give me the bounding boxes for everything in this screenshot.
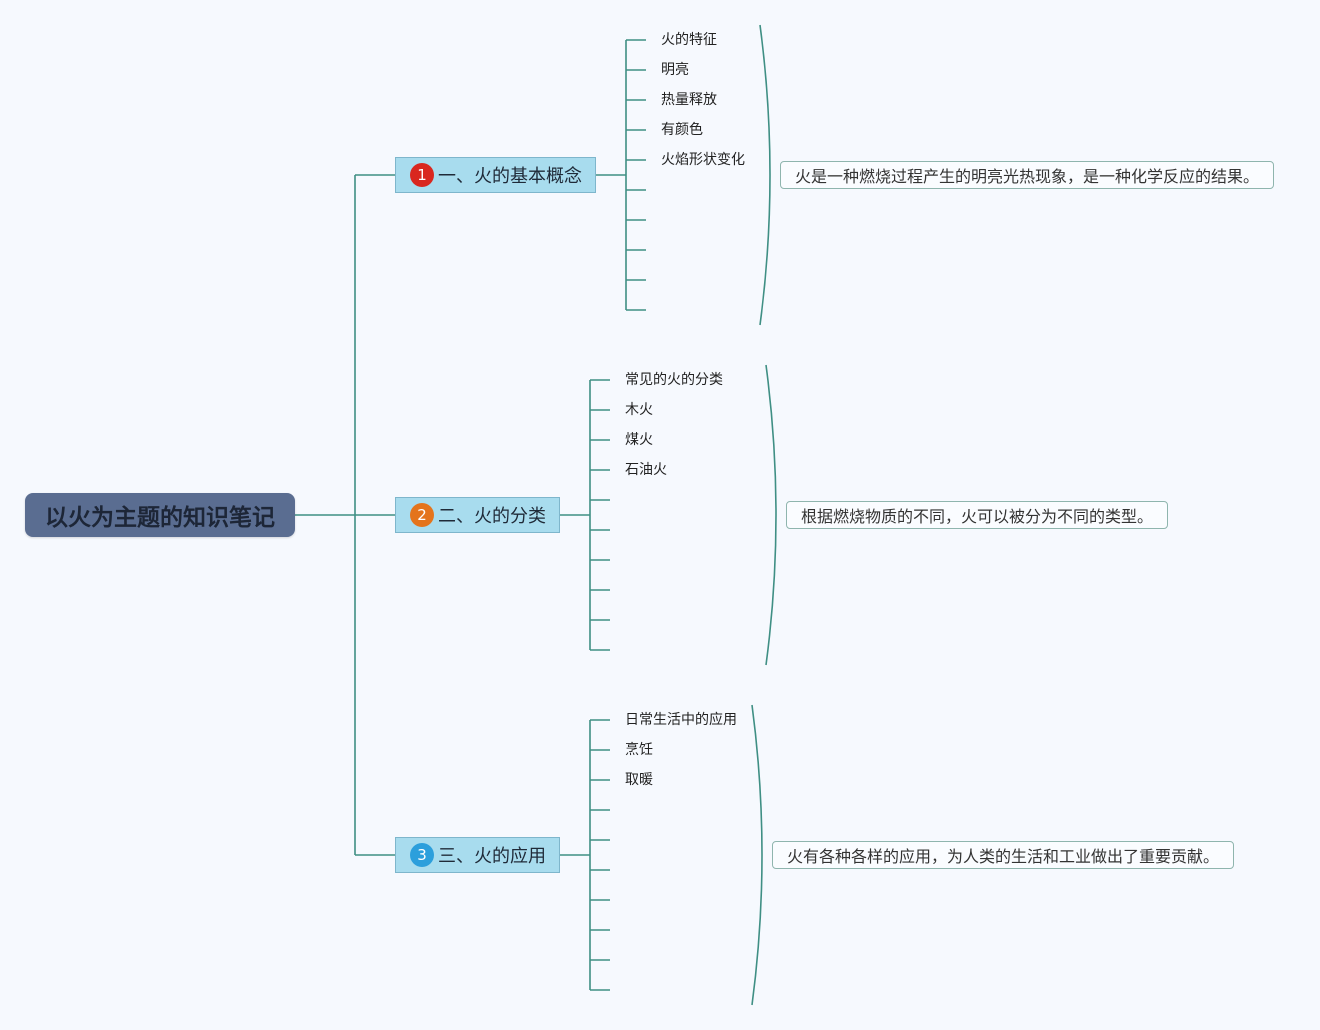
branch-1-item-2[interactable]: 明亮 [661, 62, 689, 78]
branch-3-item-3[interactable]: 取暖 [625, 772, 653, 788]
branch-3-item-2[interactable]: 烹饪 [625, 742, 653, 758]
branch-topic-3[interactable]: 3 三、火的应用 [395, 837, 560, 873]
branch-3-item-1[interactable]: 日常生活中的应用 [625, 712, 737, 728]
branch-2-item-1[interactable]: 常见的火的分类 [625, 372, 723, 388]
branch-2-item-3[interactable]: 煤火 [625, 432, 653, 448]
branch-2-brace [765, 364, 777, 666]
branch-3-ticks [590, 719, 610, 991]
branch-2-number-badge: 2 [410, 503, 434, 527]
branch-topic-2[interactable]: 2 二、火的分类 [395, 497, 560, 533]
branch-3-number-badge: 3 [410, 843, 434, 867]
branch-2-ticks [590, 379, 610, 651]
branch-1-item-3[interactable]: 热量释放 [661, 92, 717, 108]
root-title: 以火为主题的知识笔记 [45, 505, 275, 531]
branch-1-ticks [626, 39, 646, 311]
branch-2-item-2[interactable]: 木火 [625, 402, 653, 418]
branch-3-label: 三、火的应用 [438, 846, 546, 867]
root-topic[interactable]: 以火为主题的知识笔记 [25, 493, 295, 537]
branch-1-label: 一、火的基本概念 [438, 166, 582, 187]
branch-1-summary[interactable]: 火是一种燃烧过程产生的明亮光热现象，是一种化学反应的结果。 [780, 161, 1275, 189]
branch-3-summary[interactable]: 火有各种各样的应用，为人类的生活和工业做出了重要贡献。 [772, 841, 1235, 869]
branch-2-summary[interactable]: 根据燃烧物质的不同，火可以被分为不同的类型。 [786, 501, 1169, 529]
branch-1-item-1[interactable]: 火的特征 [661, 32, 717, 48]
branch-2-label: 二、火的分类 [438, 506, 546, 527]
branch-1-item-4[interactable]: 有颜色 [661, 122, 703, 138]
branch-2-item-4[interactable]: 石油火 [625, 462, 667, 478]
branch-topic-1[interactable]: 1 一、火的基本概念 [395, 157, 596, 193]
branch-3-brace [751, 704, 763, 1006]
branch-1-number-badge: 1 [410, 163, 434, 187]
branch-1-item-5[interactable]: 火焰形状变化 [661, 152, 745, 168]
branch-1-brace [759, 24, 771, 326]
